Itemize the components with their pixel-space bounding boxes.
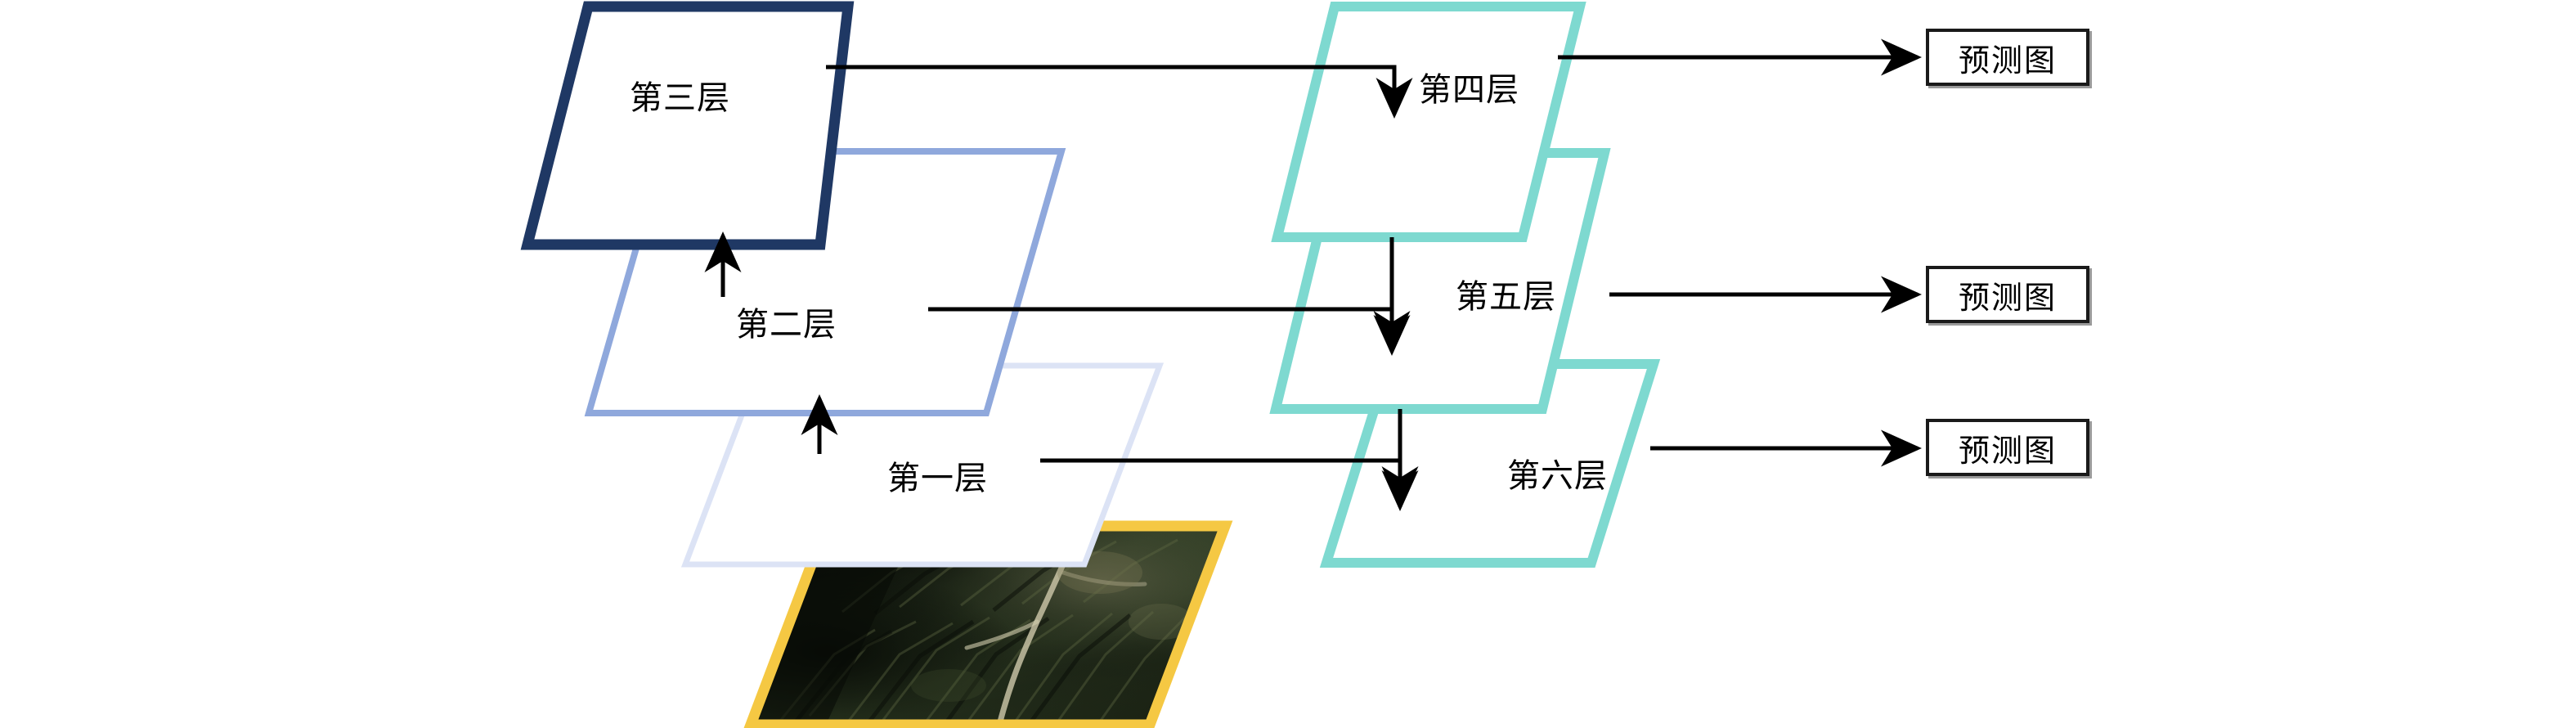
satellite-image-tile: [743, 520, 1233, 728]
prediction-box-3[interactable]: 预测图: [1926, 419, 2089, 476]
prediction-box-2-label: 预测图: [1958, 281, 2057, 316]
prediction-box-1-label: 预测图: [1958, 43, 2057, 79]
layer-3-parallelogram[interactable]: [520, 1, 855, 250]
prediction-box-2[interactable]: 预测图: [1926, 266, 2089, 323]
prediction-box-1[interactable]: 预测图: [1926, 29, 2089, 86]
prediction-box-3-label: 预测图: [1958, 434, 2057, 469]
layer-4-parallelogram[interactable]: [1271, 2, 1586, 242]
arrow-layer3-to-layer4: [826, 65, 1413, 119]
